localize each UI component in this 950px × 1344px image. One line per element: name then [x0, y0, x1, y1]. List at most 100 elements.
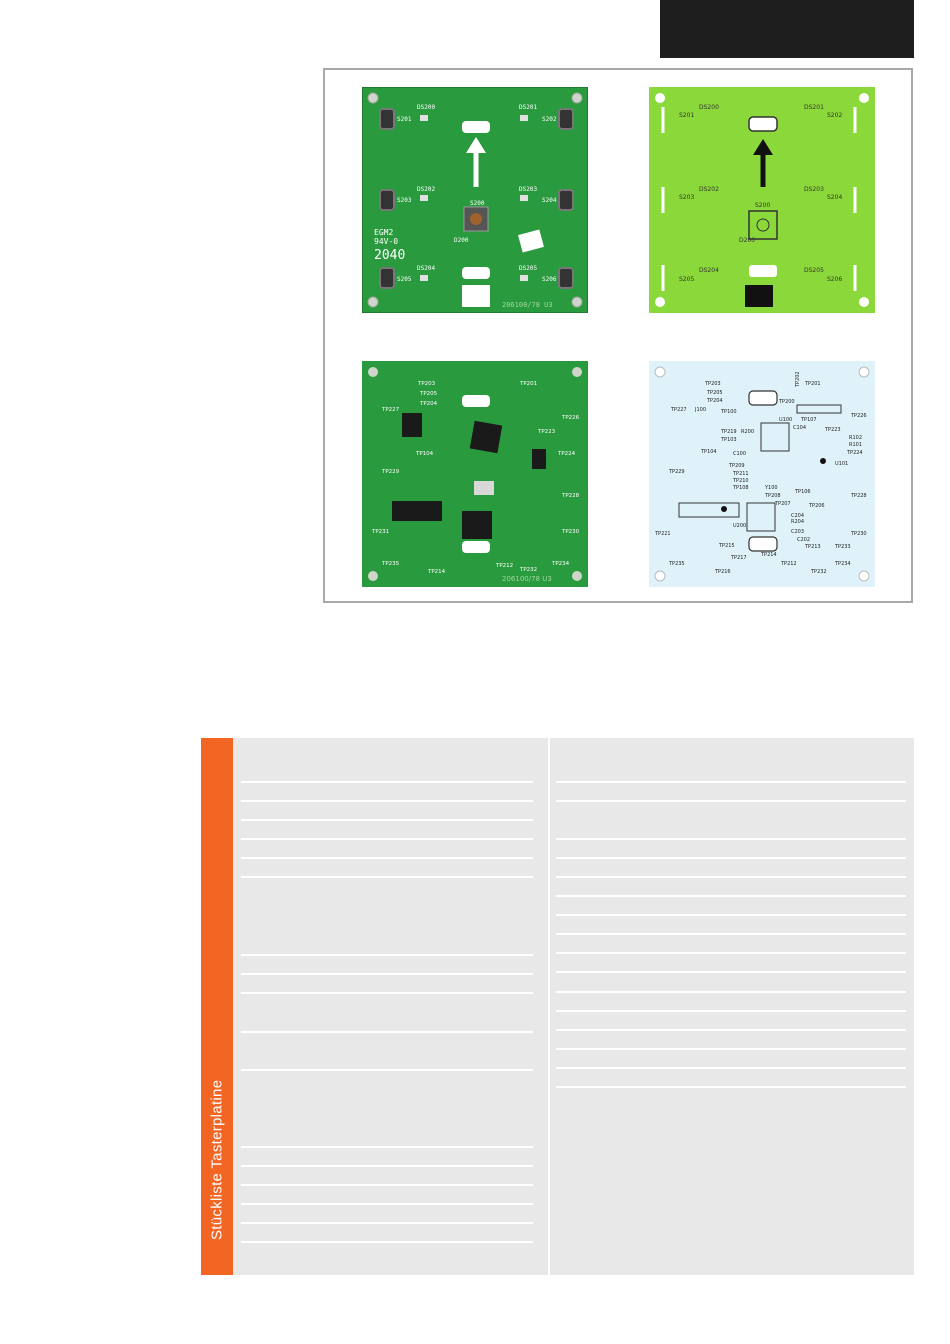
- parts-list-row-rule: [556, 857, 906, 859]
- bp-TP232: TP232: [519, 567, 537, 573]
- bl-TP204: TP204: [706, 398, 723, 404]
- parts-list-row-rule: [556, 971, 906, 973]
- layout-DS205: DS205: [804, 267, 824, 274]
- bl-R101: R101: [849, 442, 862, 448]
- layout-S202: S202: [827, 112, 842, 119]
- chapter-tab: [660, 0, 914, 58]
- parts-list-row-rule: [556, 933, 906, 935]
- bp-TP234: TP234: [551, 561, 570, 567]
- silk-DS200: DS200: [417, 104, 435, 111]
- bl-TP104: TP104: [700, 449, 717, 455]
- silk-S203: S203: [397, 197, 412, 204]
- parts-list-title: Stückliste Tasterplatine: [208, 1079, 226, 1240]
- parts-list-row-rule: [241, 857, 533, 859]
- bl-R102: R102: [849, 435, 862, 441]
- parts-list-row-rule: [556, 838, 906, 840]
- parts-list-row-rule: [241, 1222, 533, 1224]
- layout-S200: S200: [755, 202, 770, 209]
- parts-list-row-rule: [556, 781, 906, 783]
- parts-list-tab: Stückliste Tasterplatine: [201, 738, 233, 1275]
- bl-TP223: TP223: [824, 427, 841, 433]
- layout-D200: D200: [739, 237, 755, 244]
- bl-TP205: TP205: [706, 390, 723, 396]
- parts-list-left-column: [241, 738, 533, 1275]
- parts-list-row-rule: [241, 1146, 533, 1148]
- bl-TP213: TP213: [804, 544, 821, 550]
- bp-TP235: TP235: [381, 561, 400, 567]
- bl-TP208: TP208: [764, 493, 781, 499]
- bp-TP212: TP212: [495, 563, 513, 569]
- bp-TP226: TP226: [561, 415, 580, 421]
- bl-TP221: TP221: [654, 531, 671, 537]
- bp-TP104: TP104: [415, 451, 434, 457]
- pcb-bottom-layout: TP203 TP202 TP201 TP205 TP204 TP200 TP22…: [649, 361, 875, 587]
- parts-list-row-rule: [241, 1184, 533, 1186]
- parts-list-row-rule: [241, 973, 533, 975]
- parts-list-row-rule: [241, 819, 533, 821]
- parts-list-row-rule: [241, 800, 533, 802]
- pcb-top-layout: S201 DS200 DS201 S202 S203 DS202 DS203 S…: [649, 87, 875, 313]
- bl-C204: C204: [791, 513, 804, 519]
- layout-DS200: DS200: [699, 104, 719, 111]
- parts-list-row-rule: [556, 1048, 906, 1050]
- layout-DS204: DS204: [699, 267, 719, 274]
- column-divider: [548, 738, 550, 1275]
- bl-C104: C104: [793, 425, 806, 431]
- parts-list-row-rule: [241, 1069, 533, 1071]
- bl-TP234: TP234: [834, 561, 851, 567]
- silk-D200: D200: [454, 237, 469, 244]
- silk-S201: S201: [397, 116, 412, 123]
- bl-TP201: TP201: [804, 381, 821, 387]
- bl-TP230: TP230: [850, 531, 867, 537]
- bl-TP211: TP211: [732, 471, 749, 477]
- bp-TP227: TP227: [381, 407, 400, 413]
- bl-J100: J100: [694, 407, 706, 413]
- bp-TP230: TP230: [561, 529, 580, 535]
- bp-TP231: TP231: [371, 529, 389, 535]
- silk-DS201: DS201: [519, 104, 537, 111]
- bp-board-id: 206100/78 U3: [502, 575, 552, 583]
- bl-U100: U100: [779, 417, 792, 423]
- silk-EGM2: EGM2: [374, 228, 393, 237]
- bl-C202: C202: [797, 537, 810, 543]
- layout-S201: S201: [679, 112, 694, 119]
- bl-TP227: TP227: [670, 407, 687, 413]
- parts-list-row-rule: [241, 1031, 533, 1033]
- bp-TP228: TP228: [561, 493, 580, 499]
- bl-TP106: TP106: [794, 489, 811, 495]
- silk-board-id: 206100/78 U3: [502, 301, 553, 309]
- parts-list-row-rule: [241, 781, 533, 783]
- bl-TP207: TP207: [774, 501, 791, 507]
- bp-TP204: TP204: [419, 401, 438, 407]
- bl-TP212: TP212: [780, 561, 797, 567]
- bl-TP235: TP235: [668, 561, 685, 567]
- silk-DS205: DS205: [519, 265, 537, 272]
- parts-list-row-rule: [241, 876, 533, 878]
- bl-TP200: TP200: [778, 399, 795, 405]
- bp-TP229: TP229: [381, 469, 400, 475]
- bp-TP203: TP203: [417, 381, 436, 387]
- parts-list-row-rule: [556, 914, 906, 916]
- parts-list-right-column: [556, 738, 906, 1275]
- bl-TP233: TP233: [834, 544, 851, 550]
- bp-TP214: TP214: [427, 569, 446, 575]
- parts-list-row-rule: [556, 1086, 906, 1088]
- layout-S206: S206: [827, 276, 842, 283]
- parts-list-row-rule: [241, 954, 533, 956]
- bl-R204: R204: [791, 519, 804, 525]
- bp-TP205: TP205: [419, 391, 438, 397]
- parts-list-row-rule: [556, 800, 906, 802]
- bl-TP216: TP216: [714, 569, 731, 575]
- bp-TP224: TP224: [557, 451, 576, 457]
- silk-date-code: 2040: [374, 248, 405, 263]
- silk-DS204: DS204: [417, 265, 435, 272]
- parts-list-row-rule: [556, 1010, 906, 1012]
- parts-list-row-rule: [556, 991, 906, 993]
- bl-TP228: TP228: [850, 493, 867, 499]
- parts-list-panel: Stückliste Tasterplatine: [201, 738, 914, 1275]
- bl-TP107: TP107: [800, 417, 817, 423]
- silk-S204: S204: [542, 197, 557, 204]
- bl-TP206: TP206: [808, 503, 825, 509]
- layout-S203: S203: [679, 194, 694, 201]
- parts-list-row-rule: [241, 992, 533, 994]
